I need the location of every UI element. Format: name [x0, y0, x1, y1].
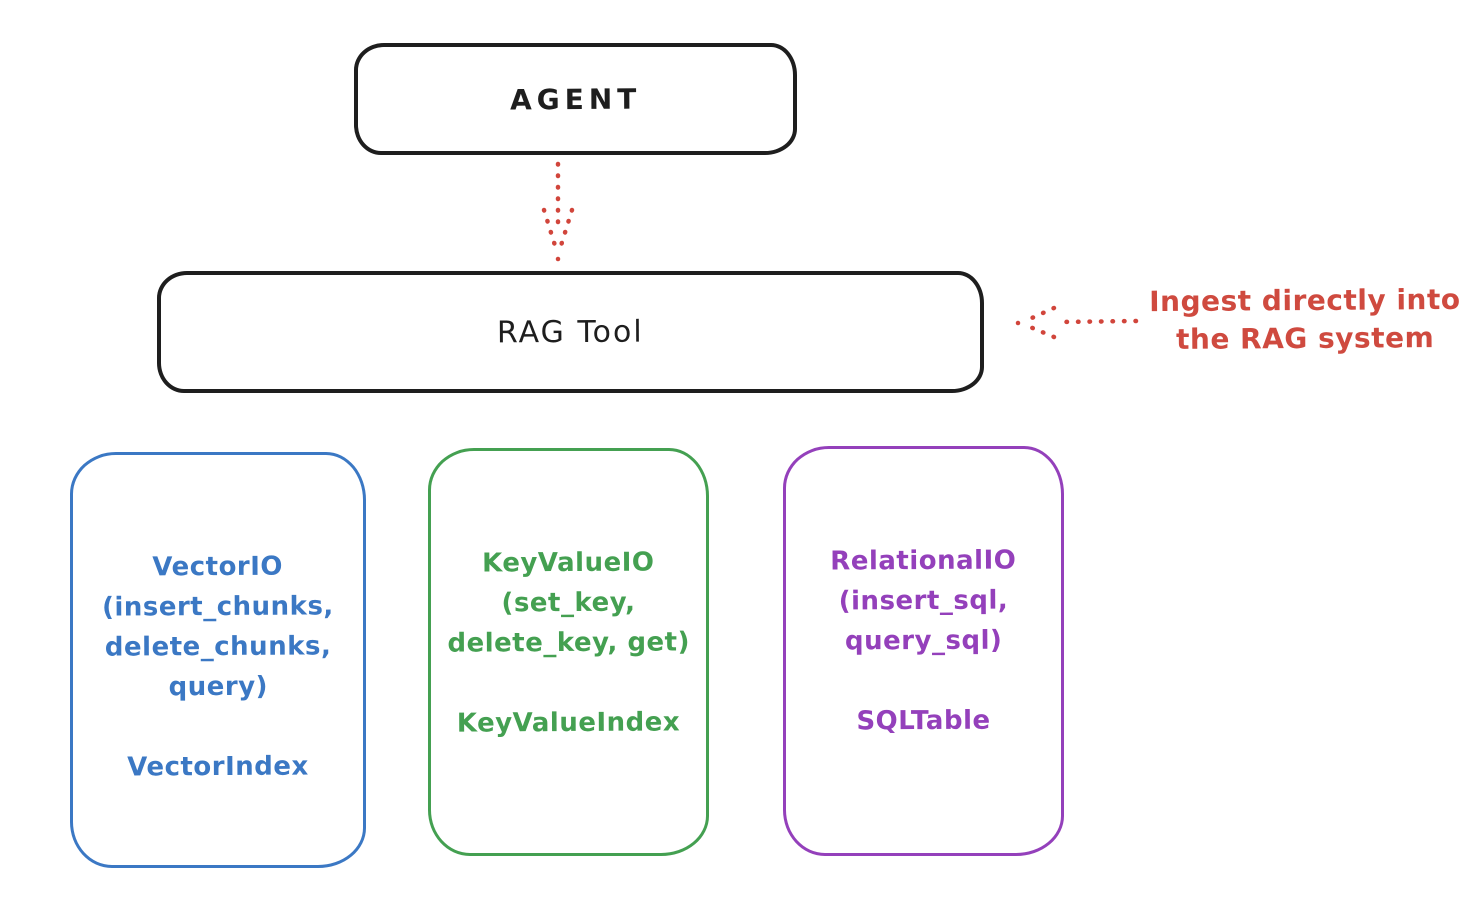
store-text-line: query): [168, 671, 269, 703]
store-text-line: delete_key, get): [447, 627, 691, 659]
store-text-line: (set_key,: [501, 587, 636, 619]
store-text-line: delete_chunks,: [104, 631, 332, 663]
vector-io-node: VectorIO (insert_chunks, delete_chunks, …: [70, 452, 366, 868]
dotted-arrow-left-icon: [1015, 305, 1139, 340]
rag-tool-label: RAG Tool: [497, 314, 644, 350]
arrowhead-right-stroke: [556, 207, 575, 255]
store-text-line: (insert_sql,: [838, 585, 1009, 617]
keyvalue-io-node: KeyValueIO (set_key, delete_key, get) Ke…: [428, 448, 709, 856]
relational-io-description: RelationalIO (insert_sql, query_sql): [786, 540, 1062, 661]
keyvalue-index-label: KeyValueIndex: [456, 707, 681, 739]
ingest-annotation: Ingest directly into the RAG system: [1135, 281, 1476, 359]
store-text-line: RelationalIO: [830, 545, 1017, 577]
relational-io-node: RelationalIO (insert_sql, query_sql) SQL…: [783, 446, 1064, 856]
store-text-line: (insert_chunks,: [101, 591, 334, 623]
vector-index-label: VectorIndex: [127, 751, 309, 783]
arrowhead-bottom-stroke: [1020, 321, 1057, 340]
store-text-line: VectorIO: [152, 551, 284, 583]
sql-table-label: SQLTable: [856, 705, 991, 737]
arrowhead-top-stroke: [1020, 305, 1057, 325]
keyvalue-io-description: KeyValueIO (set_key, delete_key, get): [431, 542, 707, 663]
store-text-line: KeyValueIO: [482, 547, 655, 579]
arrow-shaft: [1057, 318, 1139, 325]
dotted-arrow-down-icon: [541, 161, 575, 262]
arrowhead-left-stroke: [541, 207, 560, 255]
ingest-annotation-line-1: Ingest directly into: [1149, 282, 1461, 319]
vector-io-description: VectorIO (insert_chunks, delete_chunks, …: [73, 546, 364, 708]
rag-tool-node: RAG Tool: [157, 271, 984, 393]
agent-node: AGENT: [354, 43, 797, 155]
store-text-line: query_sql): [844, 625, 1003, 657]
agent-label: AGENT: [509, 82, 642, 116]
ingest-annotation-line-2: the RAG system: [1175, 321, 1435, 356]
